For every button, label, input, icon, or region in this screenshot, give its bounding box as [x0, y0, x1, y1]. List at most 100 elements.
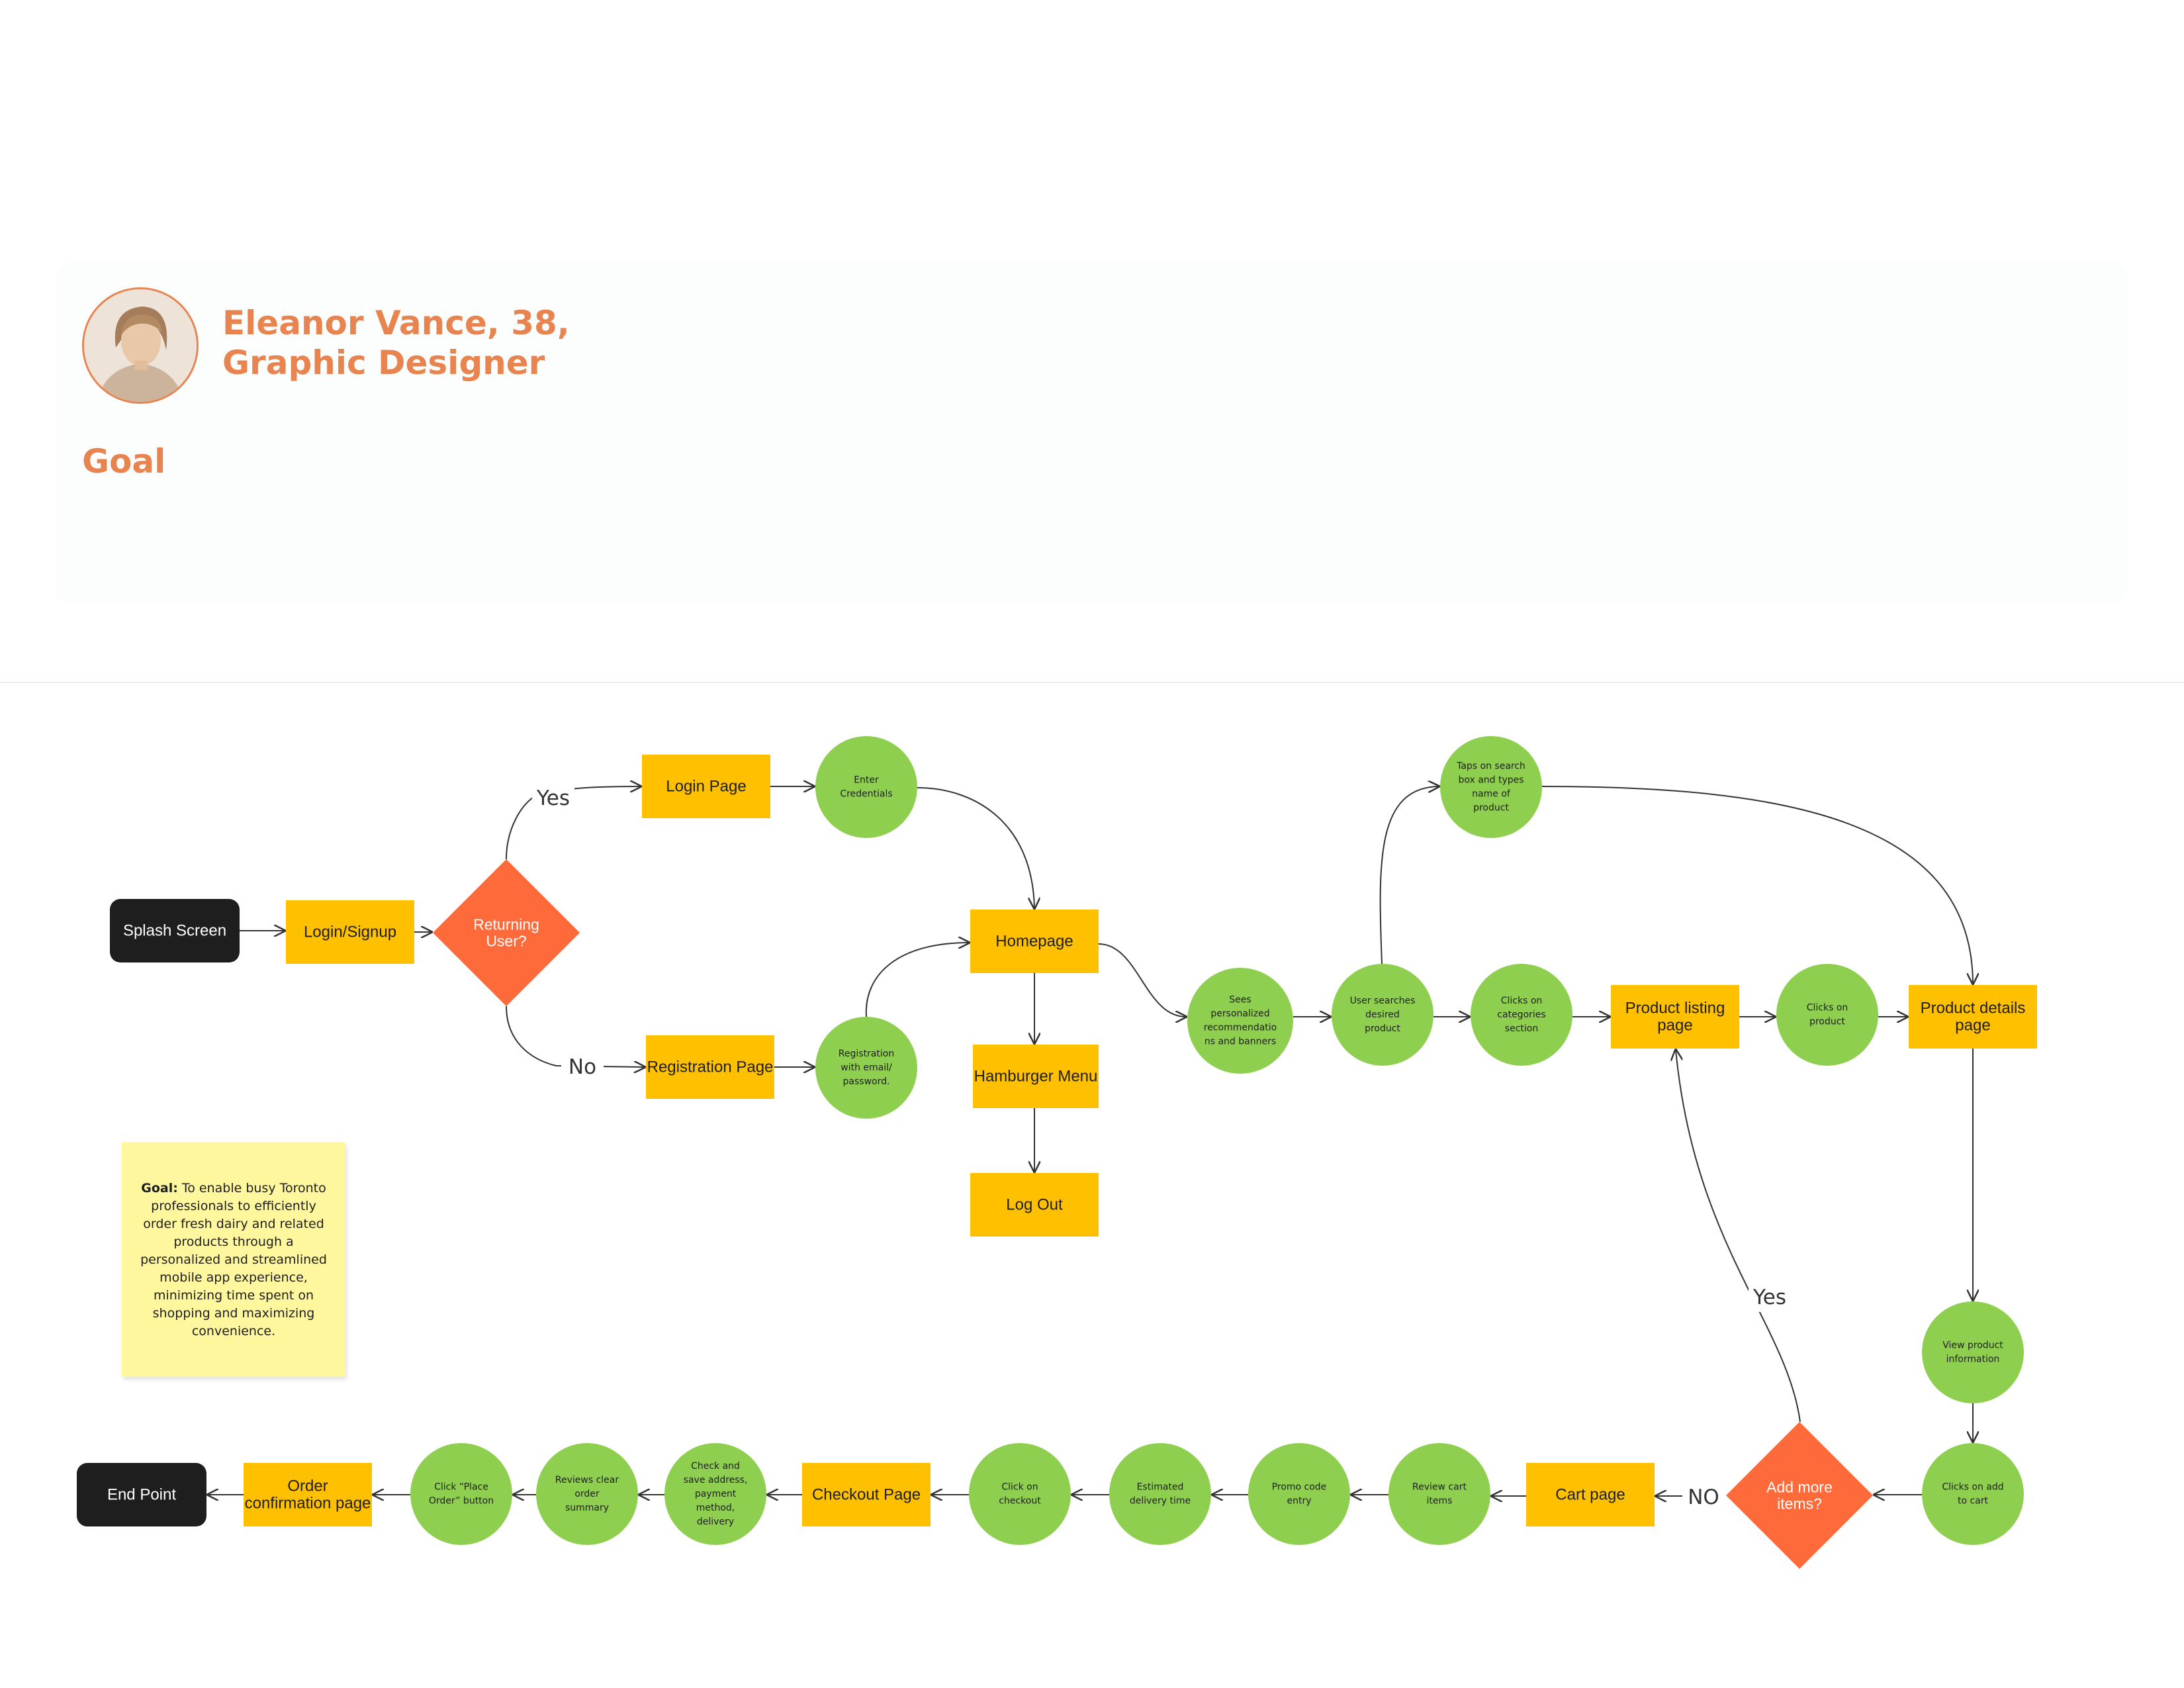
clicks-categories-label: Clicks on — [1501, 996, 1543, 1006]
sticky-note-label: Goal: — [141, 1180, 178, 1196]
homepage-box — [970, 910, 1099, 973]
view-info-label: information — [1946, 1354, 2000, 1365]
node-login-page: Login Page — [642, 755, 770, 818]
taps-search-label: name of — [1472, 789, 1511, 800]
node-registration-page: Registration Page — [646, 1035, 774, 1099]
node-view-info: View product information — [1922, 1301, 2024, 1403]
goal-sticky-note: Goal: To enable busy Toronto professiona… — [122, 1143, 345, 1377]
view-info-label: View product — [1942, 1340, 2003, 1351]
hamburger-box — [973, 1045, 1099, 1108]
returning-label: User? — [486, 933, 526, 950]
node-login-signup: Login/Signup — [286, 900, 414, 964]
logout-box — [970, 1173, 1099, 1237]
cart-page-box — [1526, 1463, 1655, 1526]
edge-add-more-to-listing — [1676, 1050, 1801, 1423]
edge-label-bg-no-cart — [1682, 1483, 1725, 1512]
goal-heading: Goal — [82, 442, 166, 481]
clicks-product-circle — [1776, 964, 1878, 1066]
add-to-cart-label: Clicks on add — [1942, 1482, 2003, 1493]
product-listing-label: Product listing — [1625, 999, 1725, 1017]
clicks-product-label: Clicks on — [1807, 1003, 1848, 1013]
end-point-box — [77, 1463, 206, 1526]
node-checkout-page: Checkout Page — [802, 1463, 931, 1526]
order-confirmation-box — [244, 1463, 372, 1526]
registration-email-circle — [815, 1017, 917, 1119]
edge-email-to-homepage — [865, 943, 969, 1017]
check-save-label: payment — [695, 1489, 737, 1499]
user-searches-label: product — [1365, 1023, 1400, 1034]
taps-search-label: product — [1473, 803, 1509, 814]
view-info-circle — [1922, 1301, 2024, 1403]
registration-email-label: password. — [843, 1076, 890, 1087]
checkout-page-box — [802, 1463, 931, 1526]
click-checkout-circle — [969, 1443, 1071, 1545]
clicks-product-label: product — [1809, 1017, 1845, 1027]
taps-search-circle — [1440, 736, 1542, 838]
sticky-note-text: To enable busy Toronto professionals to … — [140, 1180, 327, 1338]
edge-label-bg-no-left — [561, 1053, 604, 1082]
edge-taps-to-product-details — [1541, 786, 1973, 984]
add-to-cart-label: to cart — [1958, 1496, 1989, 1507]
edge-label-bg-yes-top — [532, 784, 574, 813]
reviews-summary-circle — [536, 1443, 638, 1545]
taps-search-label: box and types — [1458, 775, 1524, 786]
enter-credentials-circle — [815, 736, 917, 838]
add-to-cart-circle — [1922, 1443, 2024, 1545]
edge-label-yes-loop: Yes — [1752, 1286, 1786, 1309]
edge-label-no-left: No — [569, 1055, 596, 1079]
promo-code-label: Promo code — [1272, 1482, 1327, 1493]
review-cart-label: items — [1427, 1496, 1453, 1507]
edge-label-bg-yes-loop — [1749, 1283, 1791, 1312]
node-homepage: Homepage — [970, 910, 1099, 973]
enter-credentials-label: Credentials — [840, 789, 892, 800]
check-save-label: Check and — [691, 1461, 740, 1472]
promo-code-label: entry — [1287, 1496, 1311, 1507]
sees-personalized-label: Sees — [1229, 995, 1251, 1006]
edge-credentials-to-homepage — [917, 787, 1034, 908]
sees-personalized-label: ns and banners — [1205, 1037, 1276, 1047]
product-listing-box — [1611, 985, 1739, 1049]
add-more-diamond — [1726, 1422, 1873, 1569]
clicks-categories-label: categories — [1497, 1009, 1545, 1020]
product-details-label: Product details — [1921, 999, 2026, 1017]
node-hamburger: Hamburger Menu — [973, 1045, 1099, 1108]
product-details-box — [1909, 985, 2037, 1049]
user-searches-label: desired — [1365, 1009, 1400, 1020]
registration-email-label: with email/ — [841, 1062, 892, 1073]
edge-label-no-cart: NO — [1688, 1485, 1719, 1509]
reviews-summary-label: Reviews clear — [555, 1475, 619, 1485]
reviews-summary-label: summary — [565, 1503, 609, 1513]
product-listing-label: page — [1657, 1017, 1692, 1035]
reviews-summary-label: order — [574, 1489, 600, 1499]
estimated-delivery-circle — [1109, 1443, 1211, 1545]
order-confirmation-label: Order — [287, 1477, 328, 1495]
homepage-label: Homepage — [995, 933, 1073, 951]
check-save-circle — [664, 1443, 766, 1545]
node-review-cart: Review cart items — [1388, 1443, 1490, 1545]
persona-name-line2: Graphic Designer — [222, 344, 545, 382]
registration-page-box — [646, 1035, 774, 1099]
review-cart-label: Review cart — [1412, 1482, 1467, 1493]
click-checkout-label: checkout — [999, 1496, 1041, 1507]
product-details-label: page — [1955, 1017, 1990, 1035]
login-signup-box — [286, 900, 414, 964]
check-save-label: save address, — [684, 1475, 748, 1485]
place-order-label: Order” button — [429, 1496, 494, 1507]
node-reviews-summary: Reviews clear order summary — [536, 1443, 638, 1545]
checkout-page-label: Checkout Page — [812, 1486, 921, 1504]
edge-label-yes-top: Yes — [536, 786, 570, 810]
login-page-label: Login Page — [666, 778, 746, 796]
registration-page-label: Registration Page — [647, 1058, 774, 1076]
